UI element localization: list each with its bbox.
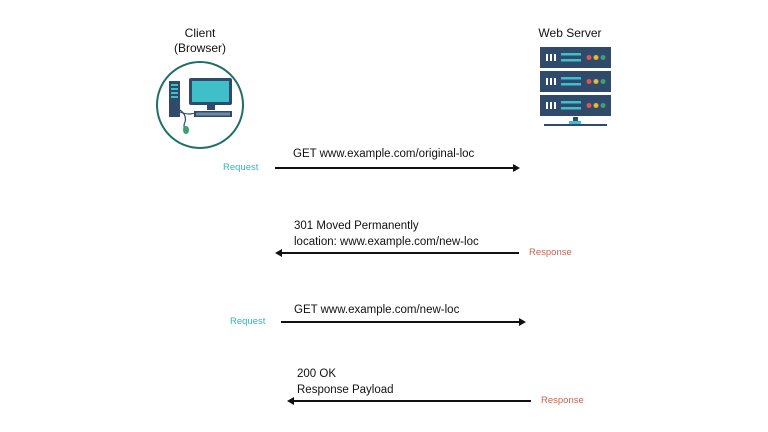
- message-4-text: 200 OK Response Payload: [297, 366, 394, 398]
- computer-icon: [156, 61, 244, 149]
- message-4-line2: Response Payload: [297, 384, 394, 396]
- message-1-line1: GET www.example.com/original-loc: [293, 148, 475, 160]
- request-arrow-1: [275, 164, 520, 172]
- message-2-line2: location: www.example.com/new-loc: [294, 236, 479, 248]
- message-2-line1: 301 Moved Permanently: [294, 220, 419, 232]
- message-4-line1: 200 OK: [297, 368, 336, 380]
- server-rack-icon: [540, 47, 611, 126]
- client-title: Client (Browser): [160, 26, 240, 56]
- message-3-text: GET www.example.com/new-loc: [294, 302, 459, 318]
- message-3-tag: Request: [230, 316, 266, 327]
- client-title-line1: Client: [184, 26, 216, 40]
- message-2-tag: Response: [529, 247, 572, 258]
- request-arrow-3: [281, 318, 526, 326]
- message-1-tag: Request: [223, 162, 259, 173]
- message-3-line1: GET www.example.com/new-loc: [294, 304, 460, 316]
- response-arrow-2: [275, 249, 519, 257]
- server-title: Web Server: [538, 26, 602, 40]
- message-1-text: GET www.example.com/original-loc: [293, 146, 474, 162]
- message-2-text: 301 Moved Permanently location: www.exam…: [294, 218, 479, 250]
- client-title-line2: (Browser): [173, 41, 226, 55]
- message-4-tag: Response: [541, 395, 584, 406]
- response-arrow-4: [287, 397, 531, 405]
